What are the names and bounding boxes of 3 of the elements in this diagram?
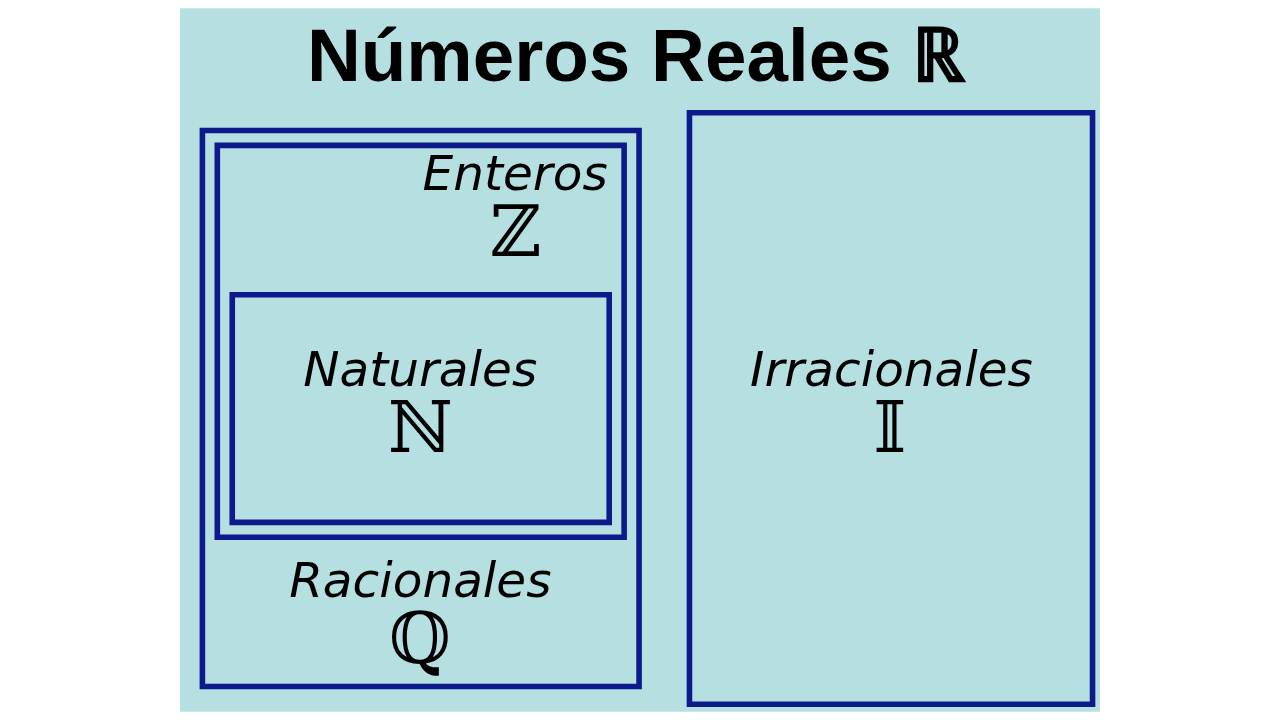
node-box: Irracionales 𝕀 (686, 109, 1096, 708)
diagram-title: Números Reales ℝ (306, 13, 966, 98)
node-box: Naturales ℕ (229, 291, 612, 526)
